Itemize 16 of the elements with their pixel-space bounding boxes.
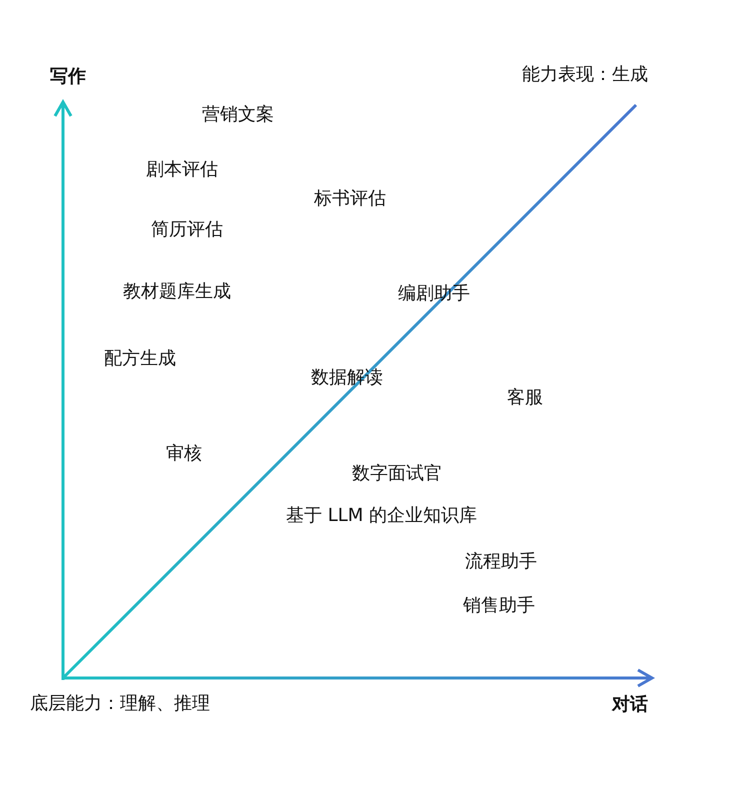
text-label: 流程助手 xyxy=(465,551,537,573)
text-label: 配方生成 xyxy=(104,348,176,370)
text-label: 剧本评估 xyxy=(146,159,218,181)
text-label: 简历评估 xyxy=(151,219,223,241)
text-label: 数字面试官 xyxy=(352,463,442,485)
text-label: 基于 LLM 的企业知识库 xyxy=(286,505,478,527)
text-label: 审核 xyxy=(166,443,202,465)
text-label: 标书评估 xyxy=(314,188,386,210)
text-label: 能力表现：生成 xyxy=(522,64,648,86)
text-label: 客服 xyxy=(507,387,543,409)
text-label: 销售助手 xyxy=(463,595,535,617)
axis-label: 写作 xyxy=(50,66,86,88)
axis-label: 对话 xyxy=(612,694,648,716)
text-label: 教材题库生成 xyxy=(123,281,231,303)
text-label: 营销文案 xyxy=(202,104,274,126)
text-label: 底层能力：理解、推理 xyxy=(30,693,210,715)
